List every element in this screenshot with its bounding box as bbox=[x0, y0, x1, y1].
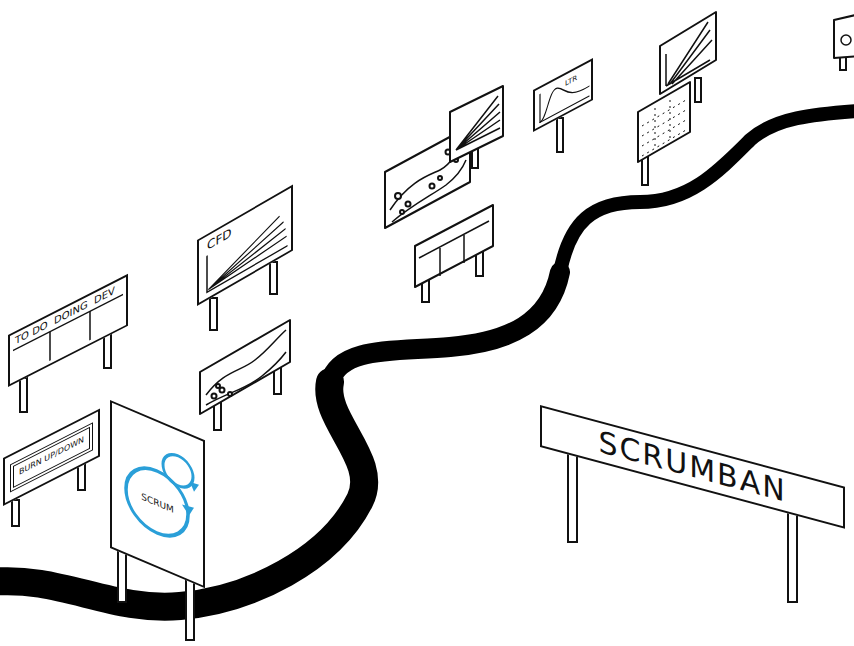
cfd-bands bbox=[209, 213, 286, 289]
scrum-cycle-arrow bbox=[190, 481, 199, 494]
sign-post bbox=[20, 378, 27, 412]
sign-drawing bbox=[535, 61, 591, 129]
chart-axes bbox=[540, 68, 589, 122]
sign-post bbox=[186, 576, 194, 640]
road-mid bbox=[330, 272, 560, 382]
cluster-dot bbox=[395, 193, 401, 199]
road-near bbox=[0, 382, 364, 607]
scrum-sign: SCRUM bbox=[110, 400, 205, 588]
scatter-dot bbox=[220, 388, 225, 393]
trend-lines bbox=[666, 22, 712, 86]
road-far bbox=[560, 110, 854, 272]
cfd-chart-sign: CFD bbox=[197, 185, 293, 306]
scrumban-banner: SCRUMBAN bbox=[540, 405, 845, 529]
sign-label: DEV bbox=[94, 286, 115, 307]
cluster-dot bbox=[430, 184, 435, 189]
scatter-sign bbox=[200, 320, 290, 414]
sign-post bbox=[568, 450, 577, 542]
sign-posts bbox=[12, 52, 846, 640]
dot-grid bbox=[642, 100, 686, 156]
sign-label: SCRUMBAN bbox=[542, 412, 843, 523]
columns-line bbox=[439, 248, 441, 276]
columns-line bbox=[419, 221, 489, 258]
scatter-dot bbox=[212, 394, 217, 399]
cluster-dot bbox=[406, 202, 411, 207]
fan-lines bbox=[456, 96, 500, 150]
scatter-dot bbox=[228, 392, 232, 396]
board-column-line bbox=[89, 311, 91, 340]
fan-chart-sign bbox=[450, 86, 503, 162]
board-header-line bbox=[13, 294, 123, 350]
columns-line bbox=[463, 235, 465, 263]
sign-drawing bbox=[112, 403, 203, 586]
sign-label: TO DO bbox=[15, 320, 48, 347]
road bbox=[0, 110, 854, 607]
sign-post bbox=[270, 262, 277, 294]
partial-sign bbox=[834, 14, 854, 58]
sign-label: DOING bbox=[54, 299, 88, 326]
board-column-line bbox=[49, 332, 51, 361]
chart-axes bbox=[207, 210, 287, 292]
columns-sign bbox=[415, 205, 493, 287]
lead-time-chart-sign: LTR bbox=[533, 58, 593, 132]
scrum-daily-circle bbox=[163, 449, 193, 492]
sign-post bbox=[788, 510, 797, 602]
lead-time-curve bbox=[540, 71, 589, 122]
sign-post bbox=[12, 500, 19, 526]
sign-post bbox=[557, 118, 563, 152]
trend-chart-sign bbox=[660, 12, 716, 94]
cluster-dot bbox=[438, 176, 442, 180]
burn-chart-sign: BURN UP/DOWN bbox=[3, 409, 100, 506]
sign-label: CFD bbox=[207, 226, 232, 252]
scatter-dot bbox=[216, 384, 220, 388]
scrum-cycle-arrow bbox=[182, 503, 194, 518]
dot-grid-sign bbox=[638, 82, 690, 162]
chart-signs bbox=[200, 12, 854, 414]
sign-label: BURN UP/DOWN bbox=[5, 429, 98, 484]
scatter-curve bbox=[206, 352, 286, 405]
sign-post bbox=[210, 298, 217, 330]
sign-label: LTR bbox=[565, 75, 577, 88]
sign-post bbox=[695, 78, 701, 102]
cluster-curve bbox=[392, 160, 466, 222]
cluster-dot bbox=[400, 210, 404, 214]
kanban-board-sign: TO DODOING DEV bbox=[8, 274, 128, 387]
partial-sign-mark bbox=[841, 35, 851, 45]
